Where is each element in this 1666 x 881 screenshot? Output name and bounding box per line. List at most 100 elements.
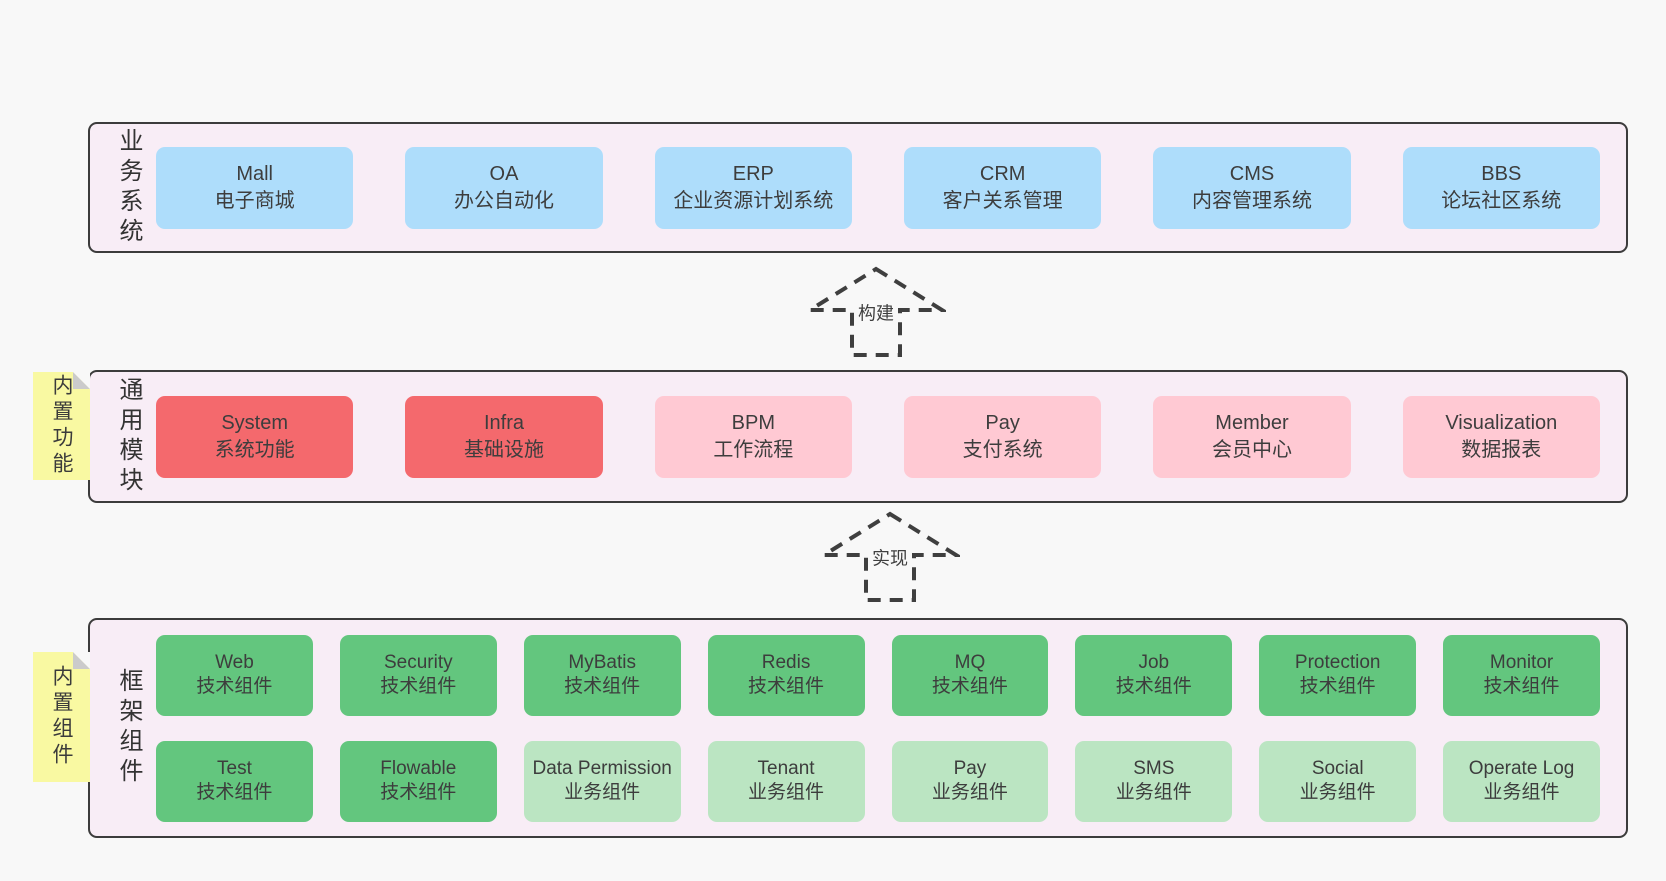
box-name: MQ <box>954 652 986 673</box>
box-name: Data Permission <box>532 758 672 779</box>
box-flowable: Flowable 技术组件 <box>339 740 497 822</box>
box-name: Redis <box>761 652 811 673</box>
box-name: Infra <box>483 411 524 434</box>
box-operate-log: Operate Log 业务组件 <box>1443 740 1600 822</box>
components-grid: Web 技术组件 Security 技术组件 MyBatis 技术组件 Redi… <box>156 634 1600 822</box>
arrow-build-label: 构建 <box>855 299 897 326</box>
box-desc: 基础设施 <box>463 438 544 461</box>
box-name: Protection <box>1294 652 1381 673</box>
box-desc: 企业资源计划系统 <box>673 189 834 212</box>
arrow-implement-label: 实现 <box>869 544 911 571</box>
box-infra: Infra 基础设施 <box>405 395 603 478</box>
box-name: ERP <box>732 162 774 185</box>
box-desc: 业务组件 <box>1299 782 1376 803</box>
box-desc: 业务组件 <box>931 782 1008 803</box>
box-tenant: Tenant 业务组件 <box>707 740 865 822</box>
box-name: Visualization <box>1445 411 1558 434</box>
box-desc: 技术组件 <box>1115 676 1192 697</box>
box-desc: 电子商城 <box>214 189 295 212</box>
box-name: Pay <box>985 411 1020 434</box>
box-name: Web <box>215 652 254 673</box>
box-visualization: Visualization 数据报表 <box>1402 395 1600 478</box>
modules-box-row: System 系统功能 Infra 基础设施 BPM 工作流程 Pay 支付系统… <box>156 395 1600 478</box>
box-erp: ERP 企业资源计划系统 <box>654 146 852 229</box>
components-row-1: Web 技术组件 Security 技术组件 MyBatis 技术组件 Redi… <box>156 634 1600 716</box>
box-desc: 业务组件 <box>748 782 825 803</box>
box-name: System <box>221 411 288 434</box>
layer-title-components: 框架组件 <box>115 668 142 788</box>
box-desc: 会员中心 <box>1211 438 1292 461</box>
components-row-2: Test 技术组件 Flowable 技术组件 Data Permission … <box>156 740 1600 822</box>
box-desc: 数据报表 <box>1461 438 1542 461</box>
box-name: Operate Log <box>1468 758 1575 779</box>
box-name: OA <box>489 162 519 185</box>
box-desc: 技术组件 <box>196 676 273 697</box>
box-name: Security <box>383 652 453 673</box>
box-redis: Redis 技术组件 <box>707 634 865 716</box>
box-name: Flowable <box>380 758 457 779</box>
box-cms: CMS 内容管理系统 <box>1153 146 1351 229</box>
box-data-permission: Data Permission 业务组件 <box>523 740 681 822</box>
box-member: Member 会员中心 <box>1153 395 1351 478</box>
box-job: Job 技术组件 <box>1075 634 1233 716</box>
sticky-note-builtin-components: 内置组件 <box>33 652 90 782</box>
box-mybatis: MyBatis 技术组件 <box>523 634 681 716</box>
sticky-note-builtin-features: 内置功能 <box>33 372 90 480</box>
box-name: SMS <box>1133 758 1175 779</box>
box-name: BBS <box>1481 162 1522 185</box>
box-pay: Pay 支付系统 <box>903 395 1102 478</box>
box-name: Tenant <box>757 758 815 779</box>
box-name: CMS <box>1229 162 1275 185</box>
box-name: Pay <box>953 758 987 779</box>
box-mq: MQ 技术组件 <box>891 634 1049 716</box>
box-pay-component: Pay 业务组件 <box>891 740 1049 822</box>
box-name: MyBatis <box>568 652 636 673</box>
box-monitor: Monitor 技术组件 <box>1443 634 1600 716</box>
box-desc: 技术组件 <box>380 782 457 803</box>
sticky-label: 内置功能 <box>50 374 73 478</box>
box-desc: 业务组件 <box>1483 782 1560 803</box>
box-name: Test <box>217 758 252 779</box>
layer-business-systems: 业务系统 Mall 电子商城 OA 办公自动化 ERP 企业资源计划系统 CRM… <box>88 122 1628 253</box>
box-test: Test 技术组件 <box>156 740 313 822</box>
box-mall: Mall 电子商城 <box>156 146 354 229</box>
box-name: CRM <box>979 162 1026 185</box>
box-desc: 技术组件 <box>196 782 273 803</box>
box-desc: 技术组件 <box>931 676 1008 697</box>
box-protection: Protection 技术组件 <box>1259 634 1417 716</box>
box-sms: SMS 业务组件 <box>1075 740 1233 822</box>
layer-title-modules: 通用模块 <box>115 376 142 497</box>
box-web: Web 技术组件 <box>156 634 313 716</box>
box-desc: 客户关系管理 <box>942 189 1063 212</box>
box-social: Social 业务组件 <box>1259 740 1417 822</box>
box-desc: 业务组件 <box>564 782 641 803</box>
box-desc: 工作流程 <box>713 438 794 461</box>
box-desc: 业务组件 <box>1115 782 1192 803</box>
box-desc: 技术组件 <box>1299 676 1376 697</box>
box-desc: 技术组件 <box>564 676 641 697</box>
business-box-row: Mall 电子商城 OA 办公自动化 ERP 企业资源计划系统 CRM 客户关系… <box>156 146 1600 229</box>
arrow-implement: 实现 <box>816 511 964 603</box>
box-oa: OA 办公自动化 <box>405 146 603 229</box>
box-desc: 技术组件 <box>1483 676 1560 697</box>
box-name: Job <box>1138 652 1170 673</box>
layer-framework-components: 框架组件 Web 技术组件 Security 技术组件 MyBatis 技术组件… <box>88 618 1628 838</box>
box-security: Security 技术组件 <box>339 634 497 716</box>
box-system: System 系统功能 <box>156 395 354 478</box>
box-bbs: BBS 论坛社区系统 <box>1402 146 1600 229</box>
sticky-label: 内置组件 <box>50 665 73 769</box>
layer-common-modules: 通用模块 System 系统功能 Infra 基础设施 BPM 工作流程 Pay… <box>88 370 1628 503</box>
box-desc: 系统功能 <box>214 438 295 461</box>
box-desc: 内容管理系统 <box>1191 189 1312 212</box>
box-desc: 办公自动化 <box>453 189 554 212</box>
box-desc: 支付系统 <box>962 438 1043 461</box>
box-bpm: BPM 工作流程 <box>654 395 852 478</box>
box-name: BPM <box>731 411 775 434</box>
box-name: Mall <box>236 162 273 185</box>
box-crm: CRM 客户关系管理 <box>903 146 1102 229</box>
box-name: Social <box>1311 758 1364 779</box>
box-desc: 论坛社区系统 <box>1441 189 1562 212</box>
box-name: Member <box>1215 411 1289 434</box>
box-desc: 技术组件 <box>380 676 457 697</box>
